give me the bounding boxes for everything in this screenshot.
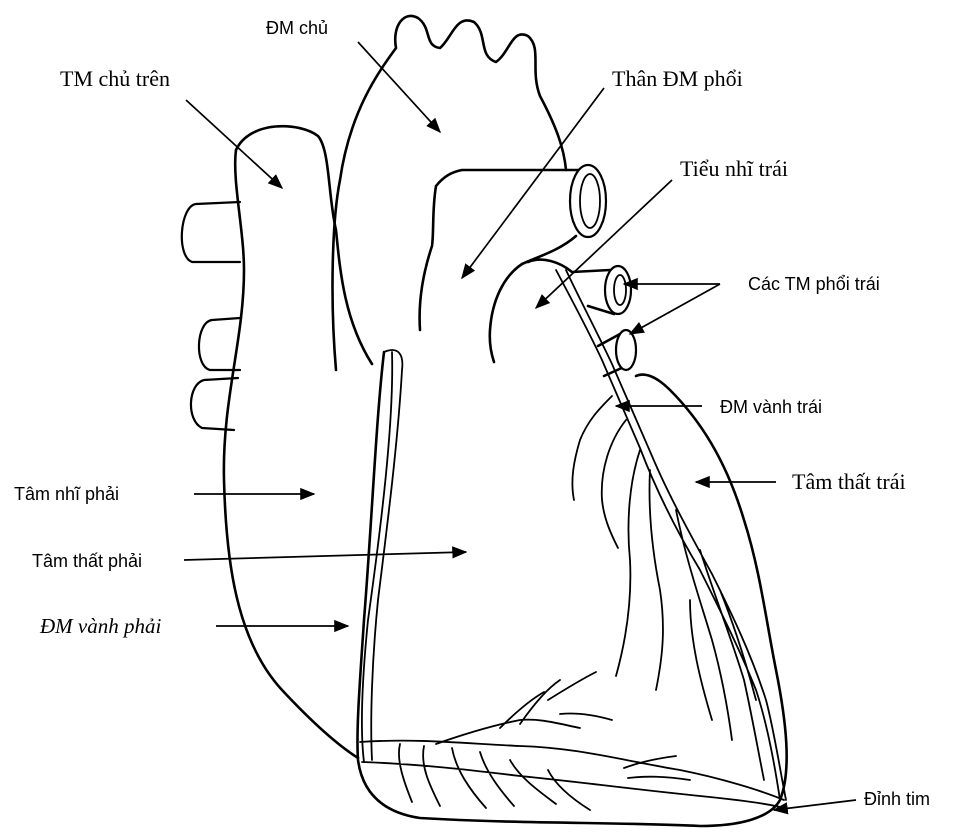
label-superior-vena-cava: TM chủ trên: [60, 66, 170, 91]
aorta-shape: [333, 16, 566, 370]
label-right-coronary-artery: ĐM vành phải: [39, 614, 161, 638]
pointer-left-pulmonary-vein-2: [630, 284, 720, 334]
left-auricle-shape: [528, 260, 614, 314]
inferior-coronary-branches: [360, 672, 784, 810]
heart-illustration: [182, 16, 787, 826]
pointer-right-ventricle: [184, 552, 466, 560]
label-right-atrium: Tâm nhĩ phải: [14, 484, 119, 504]
left-coronary-tree: [556, 270, 786, 800]
superior-vena-cava-shape: [236, 126, 372, 364]
label-pulmonary-trunk: Thân ĐM phổi: [612, 66, 743, 91]
labels: ĐM chủ TM chủ trên Thân ĐM phổi Tiểu nhĩ…: [14, 18, 930, 809]
label-left-ventricle: Tâm thất trái: [792, 469, 906, 494]
label-apex: Đỉnh tim: [864, 789, 930, 809]
pointer-superior-vena-cava: [186, 100, 282, 188]
pulmonary-trunk-shape: [420, 170, 584, 362]
label-left-auricle: Tiểu nhĩ trái: [680, 156, 788, 181]
label-left-pulmonary-veins: Các TM phổi trái: [748, 274, 880, 294]
right-pulmonary-vein-upper: [182, 202, 240, 262]
heart-front-outline: [357, 352, 786, 826]
label-right-ventricle: Tâm thất phải: [32, 551, 142, 571]
left-pulmonary-vein-upper-opening: [605, 266, 631, 314]
left-pulmonary-vein-lower-opening: [616, 330, 636, 370]
pointer-apex: [774, 800, 856, 810]
label-left-coronary-artery: ĐM vành trái: [720, 397, 822, 417]
label-aorta: ĐM chủ: [266, 18, 328, 38]
